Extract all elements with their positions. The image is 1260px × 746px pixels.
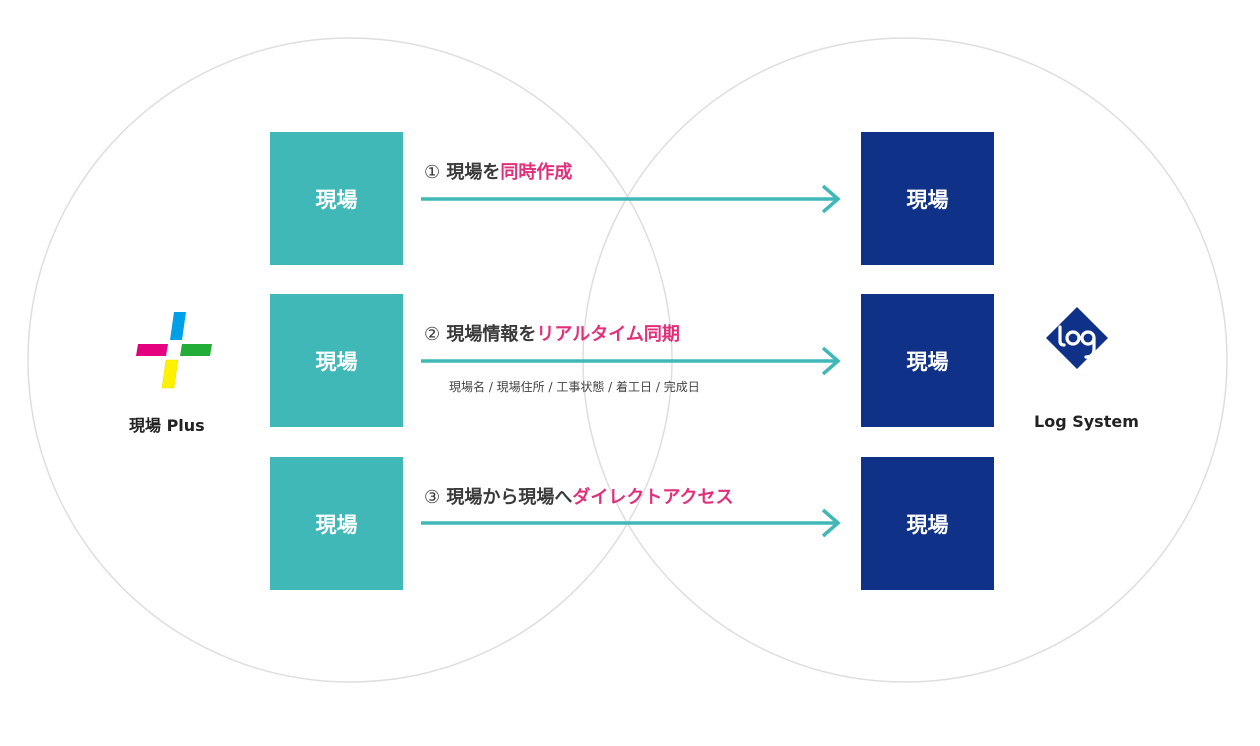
arrow-right-icon: [421, 508, 841, 538]
arrow-right-icon: [421, 184, 841, 214]
row-2-number: ②: [424, 324, 441, 345]
source-box-label: 現場: [315, 349, 358, 374]
log-system-logo-icon: [1046, 307, 1108, 369]
source-box-1: 現場: [270, 132, 403, 265]
target-box-label: 現場: [906, 512, 949, 537]
source-box-label: 現場: [315, 512, 358, 537]
row-2-label: ② 現場情報をリアルタイム同期: [424, 320, 680, 346]
plus-logo-icon: [136, 312, 212, 389]
row-2-prefix: 現場情報を: [446, 324, 537, 345]
target-box-label: 現場: [906, 187, 949, 212]
target-box-3: 現場: [861, 457, 994, 590]
row-2-sync-fields: 現場名 / 現場住所 / 工事状態 / 着工日 / 完成日: [449, 380, 700, 394]
source-box-label: 現場: [315, 187, 358, 212]
row-3-highlight: ダイレクトアクセス: [572, 487, 734, 508]
row-1-number: ①: [424, 162, 441, 183]
right-brand-name: Log System: [1034, 412, 1139, 431]
left-brand-name: 現場 Plus: [129, 416, 205, 435]
row-1-highlight: 同時作成: [500, 162, 573, 183]
row-3-number: ③: [424, 487, 441, 508]
row-1-prefix: 現場を: [446, 162, 501, 183]
target-box-2: 現場: [861, 294, 994, 427]
row-1-label: ① 現場を同時作成: [424, 158, 572, 184]
source-box-3: 現場: [270, 457, 403, 590]
source-box-2: 現場: [270, 294, 403, 427]
row-3-prefix: 現場から現場へ: [446, 487, 573, 508]
target-box-1: 現場: [861, 132, 994, 265]
arrow-right-icon: [421, 346, 841, 376]
row-3-label: ③ 現場から現場へダイレクトアクセス: [424, 483, 734, 509]
row-2-highlight: リアルタイム同期: [536, 324, 680, 345]
target-box-label: 現場: [906, 349, 949, 374]
